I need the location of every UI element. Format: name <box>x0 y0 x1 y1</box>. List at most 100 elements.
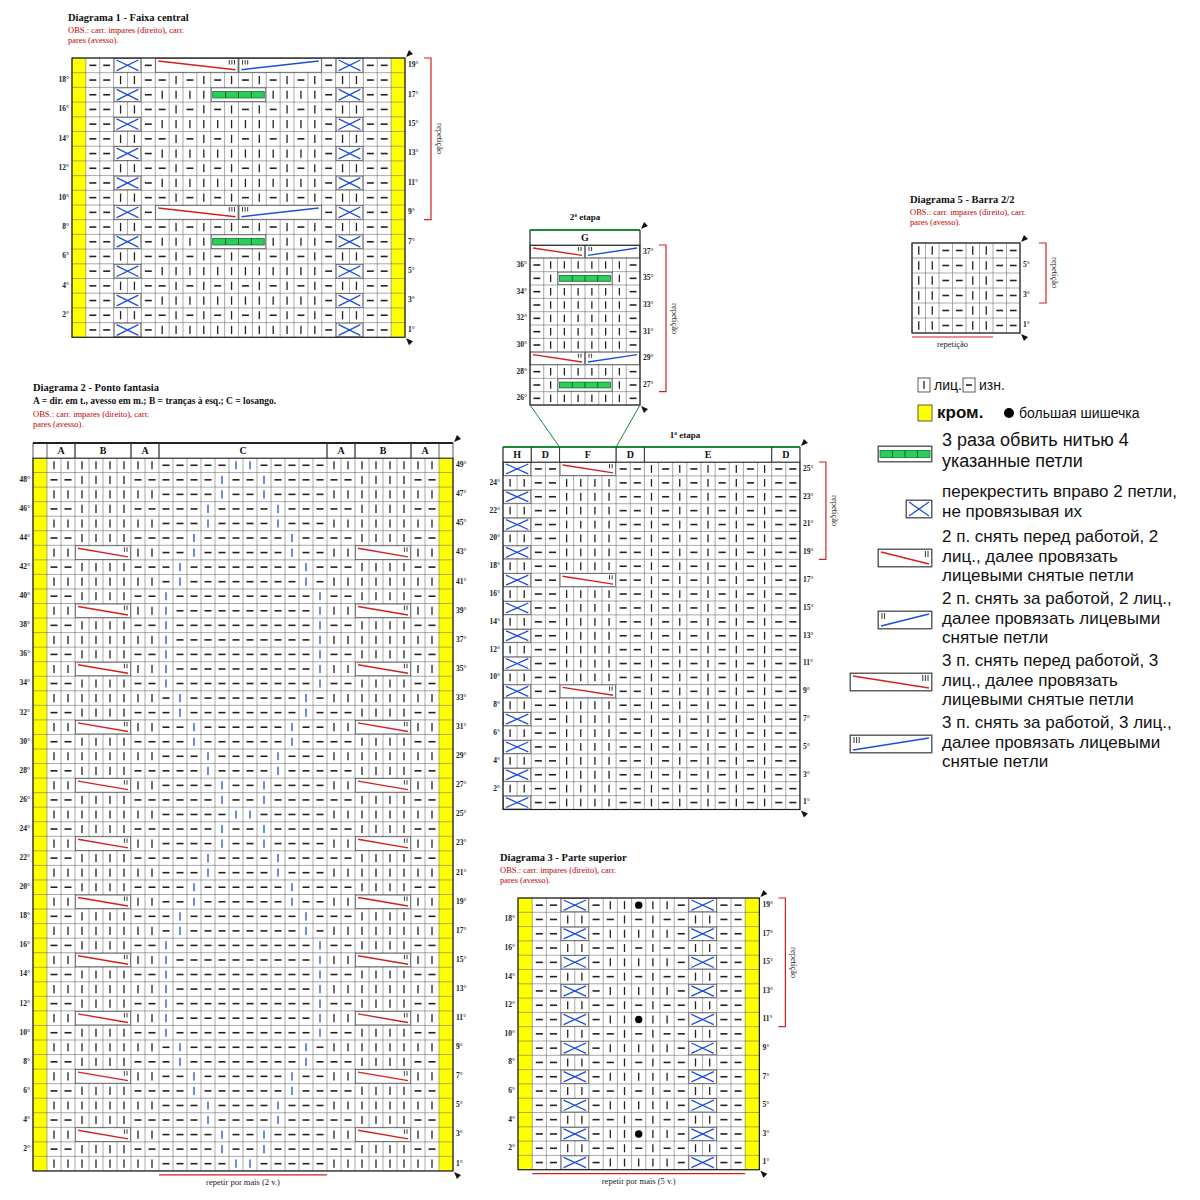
purl-mark <box>275 814 282 816</box>
knit-mark <box>123 1043 124 1051</box>
knit-mark <box>347 781 348 789</box>
purl-mark <box>89 241 96 243</box>
purl-mark <box>247 537 254 539</box>
purl-mark <box>247 770 254 772</box>
purl-mark <box>317 930 324 932</box>
purl-mark <box>247 785 254 787</box>
purl-mark <box>191 595 198 597</box>
purl-mark <box>219 886 226 888</box>
knit-mark <box>53 869 54 877</box>
knit-mark <box>123 854 124 862</box>
purl-mark <box>214 226 221 228</box>
edge-stitch <box>439 560 453 575</box>
purl-mark <box>205 988 212 990</box>
knit-mark <box>249 810 250 818</box>
purl-mark <box>135 857 142 859</box>
purl-mark <box>247 755 254 757</box>
knit-mark <box>245 120 246 128</box>
knit-mark <box>67 781 68 789</box>
purl-mark <box>275 1134 282 1136</box>
purl-mark <box>303 886 310 888</box>
cross-box <box>114 235 141 249</box>
edge-stitch <box>391 220 405 235</box>
knit-mark <box>53 723 54 731</box>
edge-stitch <box>33 749 47 764</box>
purl-mark <box>205 581 212 583</box>
purl-mark <box>325 138 332 140</box>
knit-mark <box>342 164 343 172</box>
purl-mark <box>367 256 374 258</box>
knit-mark <box>109 709 110 717</box>
cross-line <box>339 60 361 71</box>
purl-mark <box>233 1061 240 1063</box>
cross-line <box>339 89 361 100</box>
purl-mark <box>214 138 221 140</box>
knit-mark <box>263 490 264 498</box>
purl-mark <box>103 226 110 228</box>
cable-tick <box>247 207 248 212</box>
purl-mark <box>303 959 310 961</box>
purl-mark <box>345 712 352 714</box>
knit-mark <box>431 665 432 673</box>
purl-mark <box>159 109 166 111</box>
purl-mark <box>205 712 212 714</box>
purl-mark <box>135 1090 142 1092</box>
purl-mark <box>177 683 184 685</box>
purl-mark <box>149 741 156 743</box>
knit-mark <box>109 767 110 775</box>
edge-stitch <box>72 117 86 132</box>
purl-mark <box>331 886 338 888</box>
knit-mark <box>53 1101 54 1109</box>
knit-mark <box>333 1101 334 1109</box>
edge-stitch <box>33 1055 47 1070</box>
purl-mark <box>303 974 310 976</box>
knit-mark <box>95 592 96 600</box>
purl-mark <box>317 712 324 714</box>
knit-mark <box>300 238 301 246</box>
knit-mark <box>221 1131 222 1139</box>
knit-mark <box>361 869 362 877</box>
purl-mark <box>415 1032 422 1034</box>
knit-mark <box>67 1160 68 1168</box>
knit-mark <box>95 1101 96 1109</box>
purl-mark <box>289 712 296 714</box>
purl-mark <box>205 625 212 627</box>
purl-mark <box>219 610 226 612</box>
purl-mark <box>275 799 282 801</box>
purl-mark <box>381 285 388 287</box>
purl-mark <box>289 639 296 641</box>
knit-mark <box>193 898 194 906</box>
knit-mark <box>67 549 68 557</box>
grid-line <box>280 58 281 337</box>
purl-mark <box>345 654 352 656</box>
purl-mark <box>331 1119 338 1121</box>
knit-mark <box>300 149 301 157</box>
knit-mark <box>347 1014 348 1022</box>
purl-mark <box>149 974 156 976</box>
purl-mark <box>415 741 422 743</box>
knit-mark <box>175 296 176 304</box>
knit-mark <box>67 1101 68 1109</box>
edge-stitch <box>439 1113 453 1128</box>
purl-mark <box>233 697 240 699</box>
knit-mark <box>431 636 432 644</box>
purl-mark <box>317 726 324 728</box>
purl-mark <box>205 683 212 685</box>
knit-mark <box>134 282 135 290</box>
purl-mark <box>163 843 170 845</box>
knit-mark <box>389 1029 390 1037</box>
knit-mark <box>356 105 357 113</box>
knit-mark <box>203 326 204 334</box>
knit-mark <box>67 1072 68 1080</box>
edge-stitch <box>72 279 86 294</box>
knit-mark <box>259 179 260 187</box>
knit-mark <box>389 519 390 527</box>
purl-mark <box>247 1119 254 1121</box>
knit-mark <box>109 927 110 935</box>
edge-stitch <box>33 851 47 866</box>
knit-mark <box>361 810 362 818</box>
purl-mark <box>381 65 388 67</box>
knit-mark <box>231 194 232 202</box>
purl-mark <box>247 1076 254 1078</box>
edge-stitch <box>391 176 405 191</box>
